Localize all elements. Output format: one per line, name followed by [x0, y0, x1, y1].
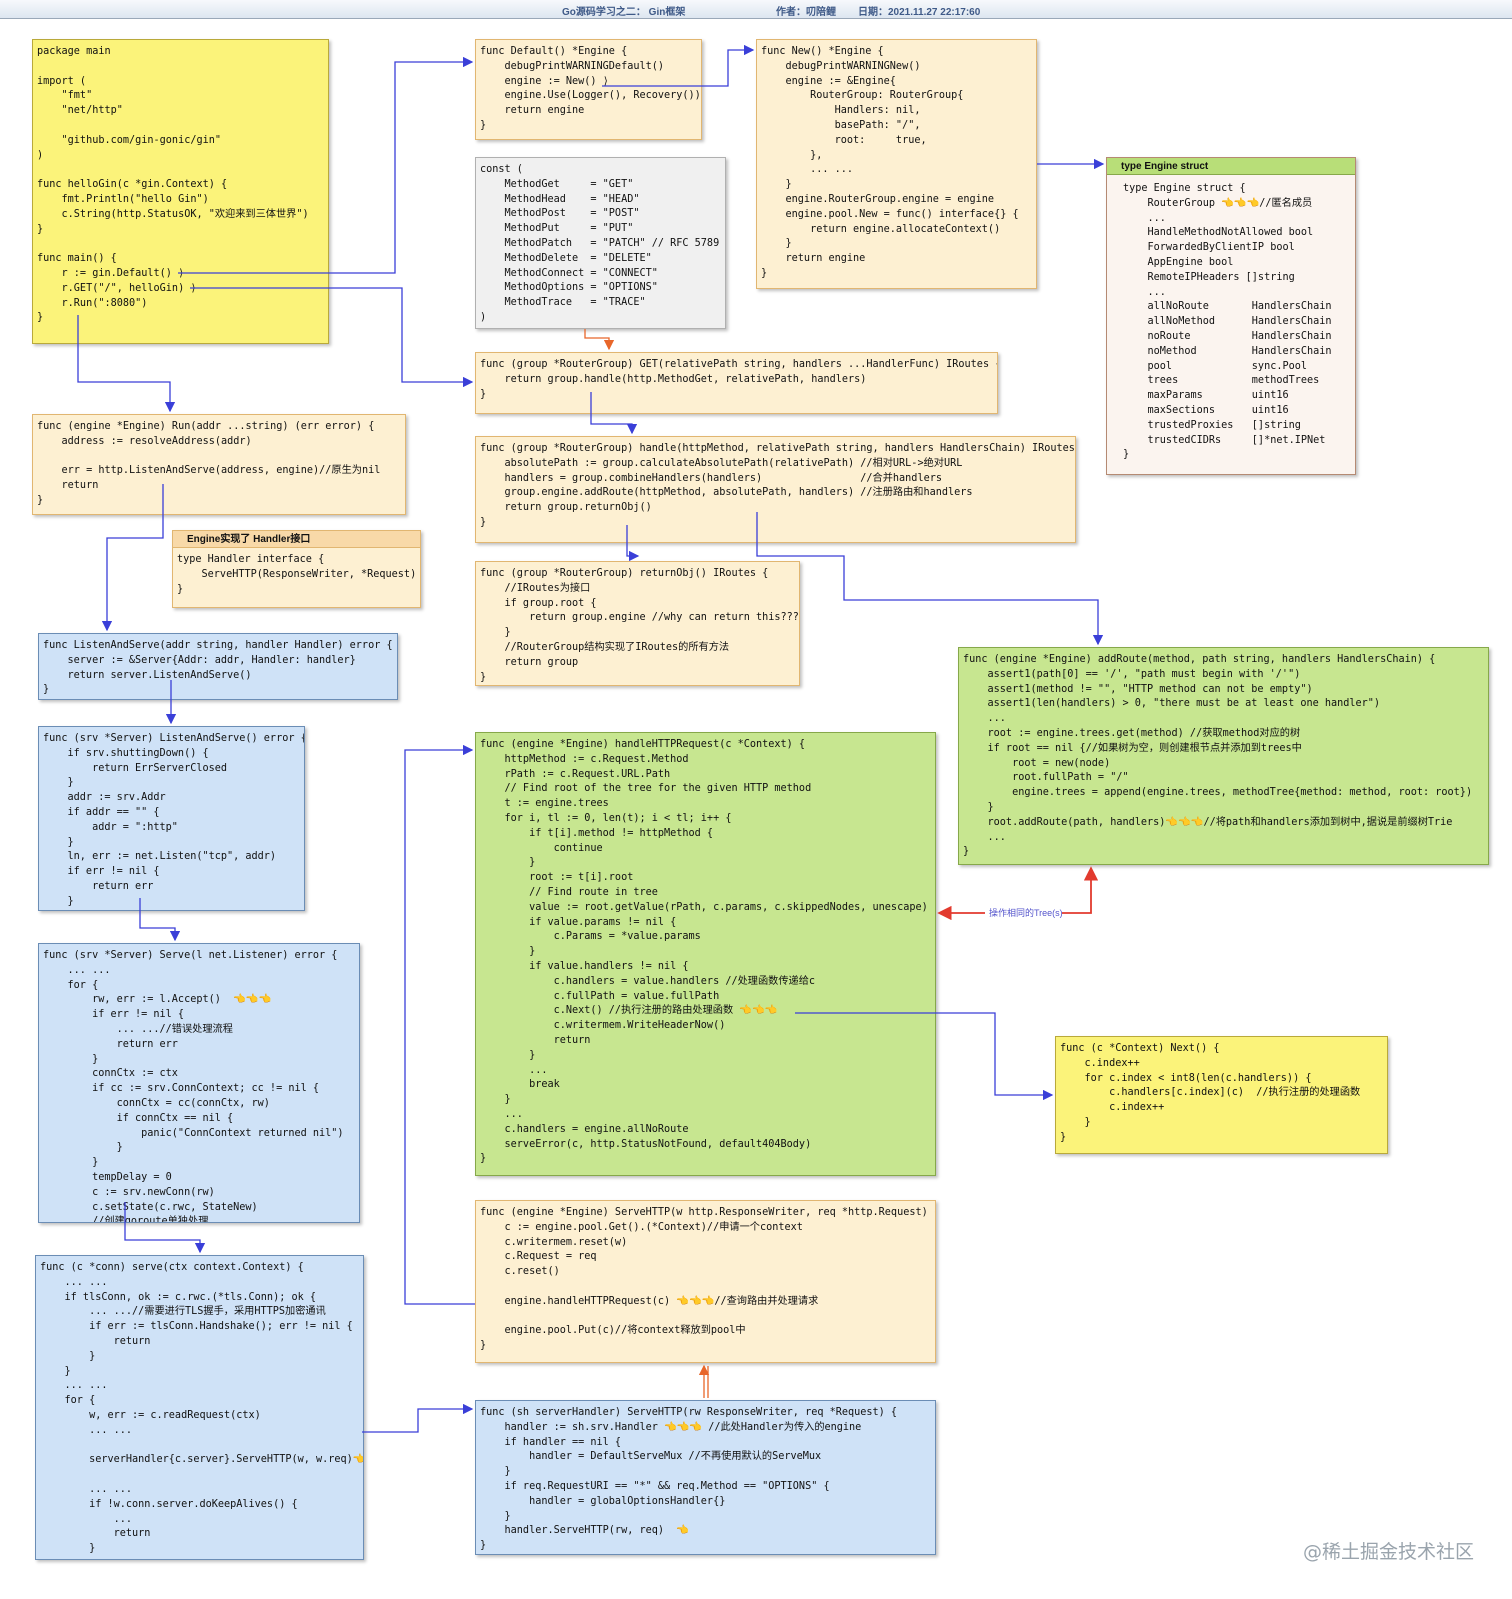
handle-func-box: func (group *RouterGroup) handle(httpMet…	[475, 436, 1076, 543]
new-func-box: func New() *Engine { debugPrintWARNINGNe…	[756, 39, 1037, 289]
listen-and-serve-code: func ListenAndServe(addr string, handler…	[43, 640, 393, 696]
add-route-code: func (engine *Engine) addRoute(method, p…	[963, 654, 1473, 858]
context-next-code: func (c *Context) Next() { c.index++ for…	[1060, 1043, 1361, 1143]
server-listen-box: func (srv *Server) ListenAndServe() erro…	[38, 726, 305, 911]
context-next-box: func (c *Context) Next() { c.index++ for…	[1055, 1036, 1388, 1154]
handler-interface-title: Engine实现了 Handler接口	[173, 531, 420, 548]
server-serve-code: func (srv *Server) Serve(l net.Listener)…	[43, 950, 344, 1223]
handle-http-request-box: func (engine *Engine) handleHTTPRequest(…	[475, 732, 936, 1176]
add-route-box: func (engine *Engine) addRoute(method, p…	[958, 647, 1489, 865]
run-func-box: func (engine *Engine) Run(addr ...string…	[32, 414, 406, 515]
handle-func-code: func (group *RouterGroup) handle(httpMet…	[480, 443, 1075, 528]
author-label: 作者：叨陪鲤	[776, 7, 836, 18]
returnobj-func-box: func (group *RouterGroup) returnObj() IR…	[475, 561, 800, 686]
engine-struct-title: type Engine struct	[1107, 158, 1355, 175]
title-bar: Go源码学习之二： Gin框架 作者：叨陪鲤 日期：2021.11.27 22:…	[0, 0, 1512, 19]
default-func-code: func Default() *Engine { debugPrintWARNI…	[480, 46, 701, 131]
server-handler-code: func (sh serverHandler) ServeHTTP(rw Res…	[480, 1407, 898, 1552]
date-label: 日期：2021.11.27 22:17:60	[858, 7, 981, 18]
doc-title: Go源码学习之二： Gin框架	[562, 7, 686, 18]
main-go-code: package main import ( "fmt" "net/http" "…	[37, 46, 309, 324]
get-func-box: func (group *RouterGroup) GET(relativePa…	[475, 352, 998, 414]
method-const-box: const ( MethodGet = "GET" MethodHead = "…	[475, 157, 726, 329]
main-go-box: package main import ( "fmt" "net/http" "…	[32, 39, 329, 344]
handle-http-request-code: func (engine *Engine) handleHTTPRequest(…	[480, 739, 928, 1165]
new-func-code: func New() *Engine { debugPrintWARNINGNe…	[761, 46, 1019, 279]
run-func-code: func (engine *Engine) Run(addr ...string…	[37, 421, 381, 506]
server-listen-code: func (srv *Server) ListenAndServe() erro…	[43, 733, 304, 907]
method-const-code: const ( MethodGet = "GET" MethodHead = "…	[480, 164, 720, 323]
default-func-box: func Default() *Engine { debugPrintWARNI…	[475, 39, 702, 140]
conn-serve-code: func (c *conn) serve(ctx context.Context…	[40, 1262, 364, 1559]
watermark: @稀土掘金技术社区	[1302, 1541, 1474, 1563]
server-serve-box: func (srv *Server) Serve(l net.Listener)…	[38, 943, 360, 1223]
engine-struct-code: type Engine struct { RouterGroup 👈👈👈//匿名…	[1123, 183, 1332, 461]
engine-servehttp-code: func (engine *Engine) ServeHTTP(w http.R…	[480, 1207, 935, 1352]
same-tree-label: 操作相同的Tree(s)	[989, 908, 1063, 918]
server-handler-box: func (sh serverHandler) ServeHTTP(rw Res…	[475, 1400, 936, 1555]
get-func-code: func (group *RouterGroup) GET(relativePa…	[480, 359, 997, 400]
handler-interface-box: Engine实现了 Handler接口 type Handler interfa…	[172, 530, 421, 608]
listen-and-serve-box: func ListenAndServe(addr string, handler…	[38, 633, 398, 700]
engine-servehttp-box: func (engine *Engine) ServeHTTP(w http.R…	[475, 1200, 936, 1363]
conn-serve-box: func (c *conn) serve(ctx context.Context…	[35, 1255, 364, 1560]
returnobj-func-code: func (group *RouterGroup) returnObj() IR…	[480, 568, 799, 683]
engine-struct-box: type Engine struct type Engine struct { …	[1106, 157, 1356, 475]
handler-interface-code: type Handler interface { ServeHTTP(Respo…	[177, 554, 417, 595]
